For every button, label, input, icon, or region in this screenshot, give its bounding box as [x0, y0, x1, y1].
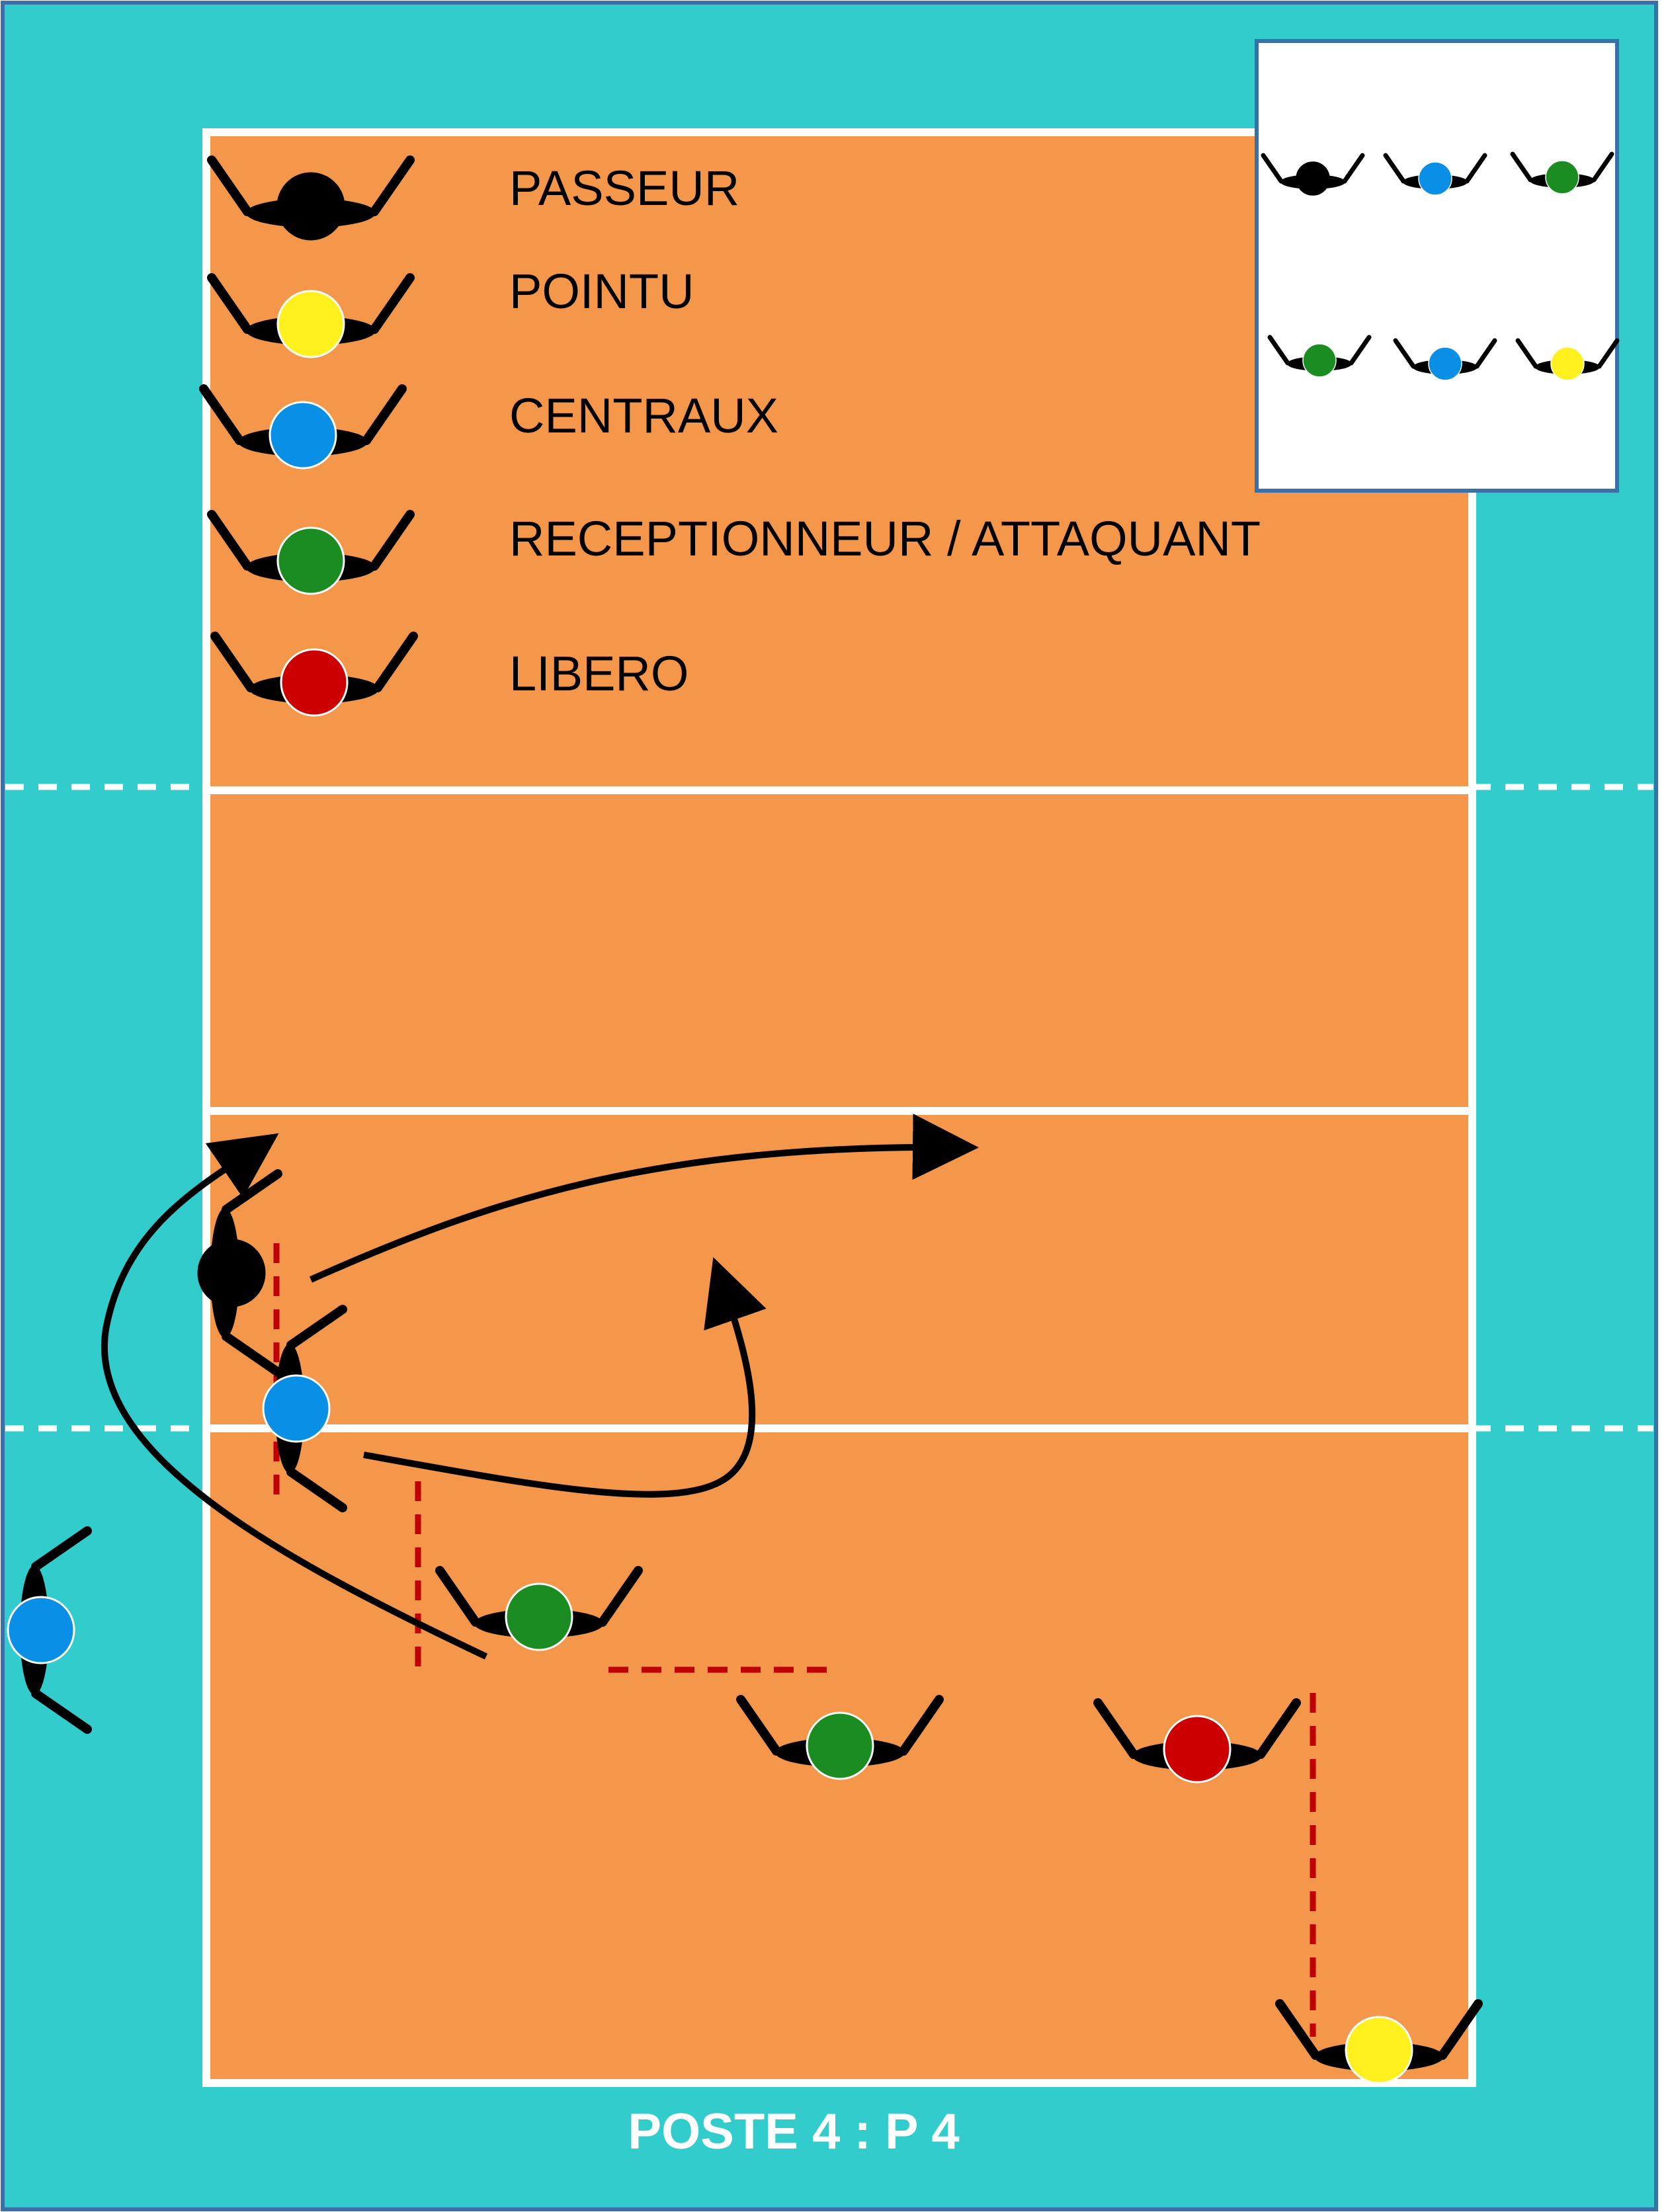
court-player-passeur-0-icon	[197, 1169, 282, 1377]
rotation-players	[1261, 151, 1620, 381]
movement-arrows	[101, 1114, 979, 1660]
rotation-player-central-icon	[1393, 338, 1497, 381]
arrow-approach	[101, 1133, 488, 1660]
court-player-central-1-icon	[262, 1305, 347, 1512]
legend-label-receptionneur: RECEPTIONNEUR / ATTAQUANT	[509, 511, 1261, 566]
court-player-receptionneur-3-icon	[435, 1566, 643, 1651]
court-players	[7, 1169, 1483, 2084]
legend-label-libero: LIBERO	[509, 646, 689, 701]
legend-player-libero-icon	[210, 632, 418, 717]
legend-label-passeur: PASSEUR	[509, 161, 740, 216]
legend-player-passeur-icon	[207, 155, 415, 241]
rotation-box	[1255, 39, 1619, 493]
arrow-set-short	[363, 1257, 767, 1498]
rotation-player-central-icon	[1383, 153, 1487, 196]
court-player-libero-5-icon	[1093, 1698, 1301, 1783]
legend-player-pointu-icon	[207, 273, 415, 358]
movement-lines	[273, 1243, 1316, 2037]
legend-player-receptionneur-icon	[207, 510, 415, 595]
diagram-title: POSTE 4 : P 4	[628, 2104, 960, 2160]
court-player-pointu-6-icon	[1275, 1999, 1483, 2084]
court-player-central-2-icon	[7, 1526, 92, 1734]
legend-label-centraux: CENTRAUX	[509, 388, 779, 443]
legend-player-central-icon	[199, 384, 407, 470]
legend-label-pointu: POINTU	[509, 264, 694, 319]
rotation-player-passeur-icon	[1261, 153, 1365, 196]
court-player-receptionneur-4-icon	[736, 1695, 944, 1780]
legend-icons	[199, 155, 418, 717]
rotation-player-receptionneur-icon	[1267, 335, 1372, 378]
rotation-player-pointu-icon	[1515, 338, 1620, 381]
rotation-player-receptionneur-icon	[1510, 151, 1614, 194]
arrow-set-long	[309, 1114, 979, 1283]
